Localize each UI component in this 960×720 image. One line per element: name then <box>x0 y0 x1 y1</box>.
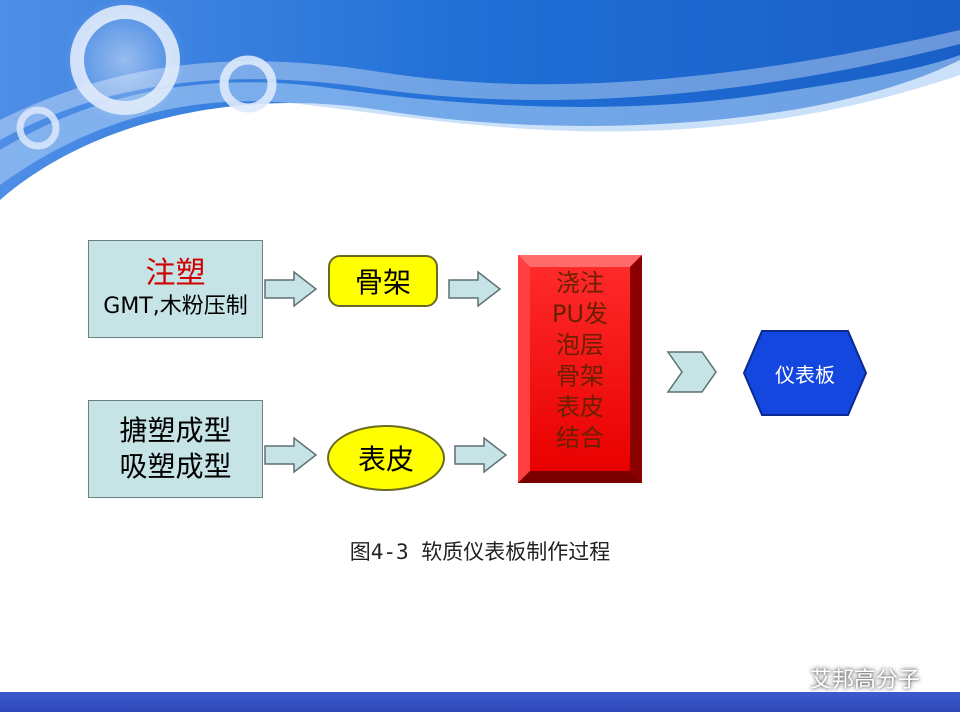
process-line: 骨架 <box>556 362 604 390</box>
arrow-bottom-1 <box>264 436 318 474</box>
process-line: 浇注 <box>556 269 604 297</box>
arrow-top-1 <box>264 270 318 308</box>
process-block-shape <box>518 255 642 483</box>
result-hexagon <box>742 330 868 416</box>
light-ring-medium <box>219 55 277 113</box>
source-molding-line2: 吸塑成型 <box>119 450 232 483</box>
bottom-bar <box>0 692 960 712</box>
light-ring-small <box>16 106 60 150</box>
header-wave <box>0 0 960 200</box>
figure-caption: 图4-3 软质仪表板制作过程 <box>349 540 611 564</box>
process-line: PU发 <box>551 300 609 328</box>
wechat-icon <box>771 666 803 689</box>
source-molding-line1: 搪塑成型 <box>119 414 232 447</box>
source-injection-box: 注塑 GMT,木粉压制 <box>88 240 263 338</box>
watermark: 艾邦高分子 <box>770 662 920 694</box>
process-line: 泡层 <box>556 331 604 359</box>
node-skeleton: 骨架 <box>328 255 438 307</box>
header-wave-highlight <box>0 55 960 185</box>
chevron-arrow <box>666 351 717 393</box>
arrow-top-2 <box>448 270 502 308</box>
process-block-text: 浇注 PU发 泡层 骨架 表皮 结合 <box>518 268 642 454</box>
source-injection-title: 注塑 <box>145 256 206 291</box>
process-line: 表皮 <box>556 393 604 421</box>
source-molding-box: 搪塑成型 吸塑成型 <box>88 400 263 498</box>
process-line: 结合 <box>556 424 604 452</box>
node-skin: 表皮 <box>327 425 445 491</box>
arrow-bottom-2 <box>454 436 508 474</box>
result-label: 仪表板 <box>775 362 835 387</box>
source-injection-subtitle: GMT,木粉压制 <box>103 294 248 319</box>
watermark-text: 艾邦高分子 <box>810 668 921 693</box>
